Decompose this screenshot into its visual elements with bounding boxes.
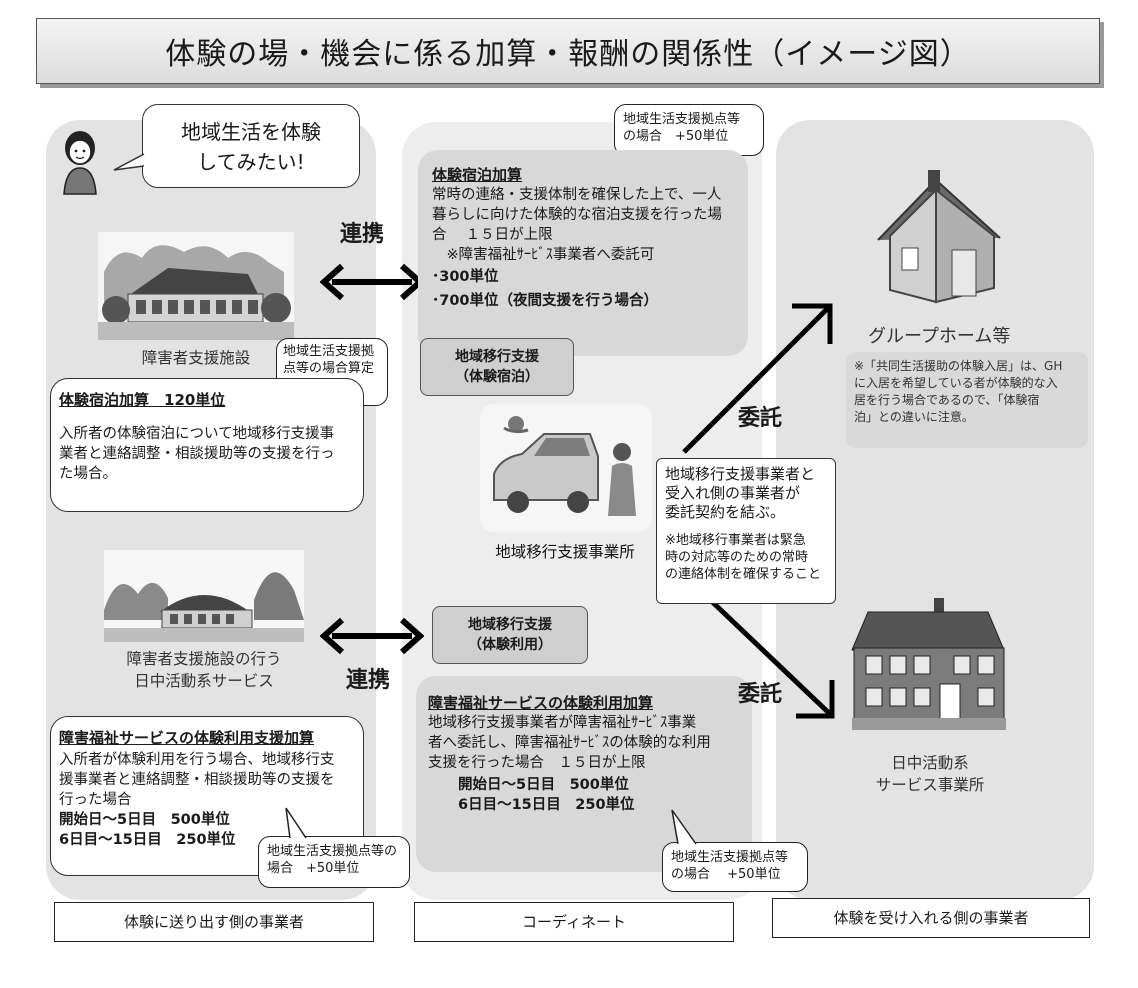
shukuhaku-kasan-body-4: ※障害福祉ｻｰﾋﾞｽ事業者へ委託可: [432, 247, 655, 263]
speech-line-1: 地域生活を体験: [181, 120, 321, 144]
day-service-label-1: 障害者支援施設の行う: [126, 650, 282, 668]
shukuhaku-kasan-rate-1: ･300単位: [432, 269, 499, 285]
double-arrow-icon: [320, 263, 424, 301]
callout-plus50-center-2: の場合 +50単位: [671, 867, 781, 882]
riyou-kasan-box: 障害福祉サービスの体験利用加算 地域移行支援事業者が障害福祉ｻｰﾋﾞｽ事業 者へ…: [416, 676, 752, 872]
taiken-riyou-shien-rate-1: 開始日～5日目 500単位: [59, 812, 230, 828]
facility-label: 障害者支援施設: [141, 349, 251, 367]
contract-box: 地域移行支援事業者と 受入れ側の事業者が 委託契約を結ぶ。 ※地域移行事業者は緊…: [656, 458, 836, 604]
itaku-label-bottom: 委託: [738, 682, 783, 707]
ikou-riyou-box: 地域移行支援 （体験利用）: [432, 606, 588, 664]
page-title: 体験の場・機会に係る加算・報酬の関係性（イメージ図）: [36, 18, 1100, 84]
day-office-label-2: サービス事業所: [875, 776, 985, 794]
callout-top-center-1: 地域生活支援拠点等: [623, 112, 741, 127]
ikou-shukuhaku-line2: （体験宿泊）: [455, 369, 539, 385]
callout-top-center-2: の場合 +50単位: [623, 129, 729, 144]
taiken-riyou-shien-heading: 障害福祉サービスの体験利用支援加算: [59, 729, 315, 747]
callout-plus50-left-2: 場合 +50単位: [267, 861, 360, 876]
diagonal-arrow-icon: [682, 303, 833, 454]
double-arrow-icon: [320, 617, 424, 655]
office-label: 地域移行支援事業所: [495, 543, 635, 561]
sender-footer: 体験に送り出す側の事業者: [54, 902, 374, 942]
day-office-label-1: 日中活動系: [891, 754, 969, 772]
shukuhaku-kasan-body-1: 常時の連絡・支援体制を確保した上で、一人: [432, 187, 722, 203]
person-icon: [63, 131, 97, 195]
speech-line-2: してみたい!: [197, 150, 305, 174]
callout-plus50-center-1: 地域生活支援拠点等: [671, 850, 789, 865]
taiken-riyou-shien-body-1: 入所者が体験利用を行う場合、地域移行支: [59, 752, 335, 768]
shukuhaku-kasan-rate-2: ･700単位（夜間支援を行う場合）: [432, 293, 659, 309]
callout-top-center: 地域生活支援拠点等 の場合 +50単位: [614, 104, 764, 156]
callout-plus50-left-1: 地域生活支援拠点等の: [267, 844, 398, 859]
receiver-footer: 体験を受け入れる側の事業者: [772, 898, 1090, 938]
gh-note-box: ※「共同生活援助の体験入居」は、GH に入居を希望している者が体験的な入 居を行…: [846, 352, 1088, 448]
callout-plus50-center: 地域生活支援拠点等 の場合 +50単位: [662, 842, 808, 892]
taiken-riyou-shien-body-3: 行った場合: [59, 792, 132, 808]
riyou-kasan-body-1: 地域移行支援事業者が障害福祉ｻｰﾋﾞｽ事業: [428, 715, 697, 731]
contract-main-3: 委託契約を結ぶ。: [665, 503, 786, 521]
callout-pointer-icon: [671, 809, 697, 845]
ikou-shukuhaku-box: 地域移行支援 （体験宿泊）: [420, 338, 574, 396]
gh-note-2: に入居を希望している者が体験的な入: [854, 376, 1058, 390]
callout-plus50-left: 地域生活支援拠点等の 場合 +50単位: [258, 836, 410, 888]
contract-note-1: ※地域移行事業者は緊急: [665, 533, 806, 548]
riyou-kasan-body-3: 支援を行った場合 １５日が上限: [428, 755, 646, 771]
ikou-shukuhaku-line1: 地域移行支援: [455, 349, 539, 365]
shukuhaku-kasan-body-2: 暮らしに向けた体験的な宿泊支援を行った場: [432, 207, 722, 223]
contract-main-2: 受入れ側の事業者が: [665, 484, 801, 502]
ikou-riyou-line1: 地域移行支援: [468, 617, 552, 633]
taiken-riyou-shien-box: 障害福祉サービスの体験利用支援加算 入所者が体験利用を行う場合、地域移行支 援事…: [50, 716, 364, 876]
contract-note-3: の連絡体制を確保すること: [665, 567, 822, 582]
group-home-icon: [877, 170, 1001, 304]
taiken-shukuhaku-body-3: た場合。: [59, 466, 117, 482]
renkei-label-bottom: 連携: [346, 668, 391, 693]
gh-note-4: 泊」との違いに注意。: [854, 410, 974, 424]
taiken-shukuhaku-body-2: 業者と連絡調整・相談援助等の支援を行っ: [59, 446, 335, 462]
taiken-shukuhaku-box: 体験宿泊加算 120単位 入所者の体験宿泊について地域移行支援事 業者と連絡調整…: [50, 378, 364, 512]
ikou-riyou-line2: （体験利用）: [468, 637, 552, 653]
car-icon: [480, 404, 652, 532]
itaku-label-top: 委託: [738, 406, 783, 431]
diagonal-arrow-icon: [702, 592, 835, 719]
speech-tail-icon: [113, 153, 145, 171]
callout-santei-line2: 点等の場合算定: [283, 361, 375, 376]
taiken-shukuhaku-body-1: 入所者の体験宿泊について地域移行支援事: [59, 426, 335, 442]
contract-note-2: 時の対応等のための常時: [665, 550, 809, 565]
shukuhaku-kasan-box: 体験宿泊加算 常時の連絡・支援体制を確保した上で、一人 暮らしに向けた体験的な宿…: [418, 150, 748, 356]
shukuhaku-kasan-body-3: 合 １５日が上限: [432, 227, 553, 243]
day-service-building-icon: [104, 550, 304, 642]
gh-note-3: 居を行う場合であるので、「体験宿: [854, 393, 1040, 407]
coordinate-footer: コーディネート: [414, 902, 734, 942]
riyou-kasan-rate-2: 6日目～15日目 250単位: [458, 797, 635, 813]
day-service-label-2: 日中活動系サービス: [134, 672, 274, 690]
callout-pointer-icon: [285, 807, 307, 839]
callout-santei-line1: 地域生活支援拠: [283, 344, 375, 359]
facility-building-icon: [98, 232, 294, 340]
riyou-kasan-heading: 障害福祉サービスの体験利用加算: [428, 694, 654, 712]
day-service-building-icon: [851, 598, 1006, 730]
taiken-shukuhaku-heading: 体験宿泊加算 120単位: [59, 391, 226, 409]
taiken-riyou-shien-body-2: 援事業者と連絡調整・相談援助等の支援を: [59, 772, 335, 788]
shukuhaku-kasan-heading: 体験宿泊加算: [432, 166, 523, 184]
speech-bubble: 地域生活を体験 してみたい!: [142, 104, 360, 188]
contract-main-1: 地域移行支援事業者と: [665, 465, 816, 483]
day-service-label: 障害者支援施設の行う 日中活動系サービス: [104, 648, 304, 692]
gh-note-1: ※「共同生活援助の体験入居」は、GH: [854, 359, 1063, 373]
taiken-riyou-shien-rate-2: 6日目～15日目 250単位: [59, 832, 236, 848]
day-office-label: 日中活動系 サービス事業所: [862, 752, 998, 796]
riyou-kasan-rate-1: 開始日～5日目 500単位: [458, 777, 629, 793]
gh-label: グループホーム等: [868, 326, 1011, 347]
riyou-kasan-body-2: 者へ委託し、障害福祉ｻｰﾋﾞｽの体験的な利用: [428, 735, 711, 751]
renkei-label-top: 連携: [340, 222, 385, 247]
